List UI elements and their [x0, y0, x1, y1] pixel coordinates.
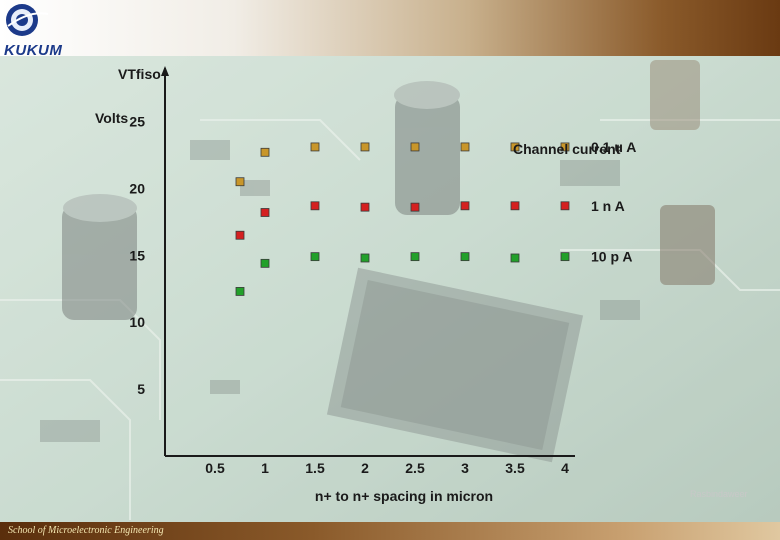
data-point — [510, 142, 520, 152]
data-point — [360, 202, 370, 212]
y-tick-label: 10 — [129, 314, 145, 330]
footer-text: School of Microelectronic Engineering — [8, 525, 164, 536]
data-point — [410, 252, 420, 262]
data-point — [560, 142, 570, 152]
tick-labels: 5 10 15 20 25 0.5 1 1.5 2 2.5 3 3.5 4 — [129, 114, 569, 476]
series-0: 0.1 u A — [235, 139, 636, 187]
series-label: 1 n A — [591, 198, 625, 214]
y-axis-title: VTfiso — [118, 66, 161, 82]
data-point — [235, 230, 245, 240]
data-point — [235, 177, 245, 187]
title-bar — [0, 0, 780, 56]
x-tick-label: 4 — [561, 460, 569, 476]
data-point — [360, 142, 370, 152]
y-tick-label: 5 — [137, 381, 145, 397]
data-points: 0.1 u A 1 n A 10 p A — [235, 139, 636, 296]
legend-title: Channel current — [513, 141, 621, 157]
data-point — [260, 147, 270, 157]
series-label: 0.1 u A — [591, 139, 636, 155]
data-point — [560, 252, 570, 262]
data-point — [410, 142, 420, 152]
footer-bar: School of Microelectronic Engineering — [0, 522, 780, 540]
watermark: Rasbindaweer — [690, 489, 748, 499]
data-point — [460, 252, 470, 262]
data-point — [310, 201, 320, 211]
x-tick-label: 3 — [461, 460, 469, 476]
series-label: 10 p A — [591, 249, 633, 265]
logo-text: KUKUM — [4, 42, 63, 59]
data-point — [260, 208, 270, 217]
university-logo — [6, 4, 49, 36]
data-point — [460, 201, 470, 211]
x-tick-label: 0.5 — [205, 460, 225, 476]
x-tick-label: 2 — [361, 460, 369, 476]
series-2: 10 p A — [235, 249, 633, 296]
data-point — [560, 201, 570, 211]
y-tick-label: 15 — [129, 247, 145, 263]
y-tick-label: 25 — [129, 114, 145, 130]
axes — [161, 66, 575, 457]
data-point — [310, 142, 320, 152]
data-point — [410, 202, 420, 212]
data-point — [310, 252, 320, 262]
data-point — [510, 201, 520, 211]
data-point — [235, 287, 245, 296]
y-tick-label: 20 — [129, 180, 145, 196]
data-point — [260, 258, 270, 268]
x-axis-title: n+ to n+ spacing in micron — [315, 488, 493, 504]
data-point — [510, 253, 520, 263]
series-1: 1 n A — [235, 198, 625, 240]
x-tick-label: 2.5 — [405, 460, 425, 476]
y-axis-arrow — [161, 66, 169, 76]
x-tick-label: 1 — [261, 460, 269, 476]
data-point — [460, 142, 470, 152]
x-tick-label: 3.5 — [505, 460, 525, 476]
x-tick-label: 1.5 — [305, 460, 325, 476]
data-point — [360, 253, 370, 263]
y-axis-unit: Volts — [95, 110, 128, 126]
